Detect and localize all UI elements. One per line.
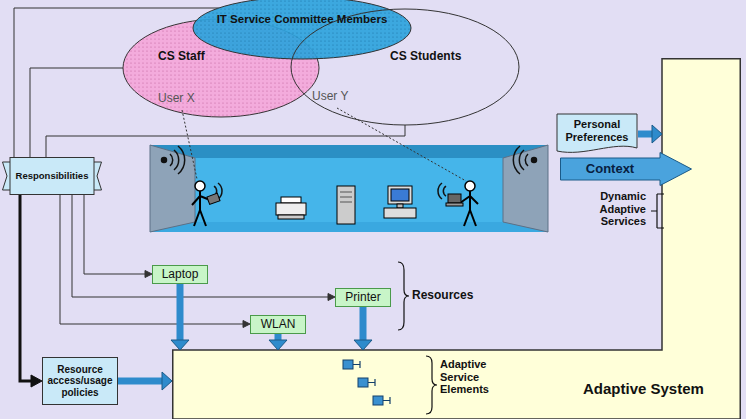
dot-texture bbox=[123, 19, 319, 117]
node-label: Laptop bbox=[162, 268, 199, 282]
connector bbox=[14, 8, 219, 157]
connector bbox=[84, 195, 152, 278]
resource-box: Laptop bbox=[152, 265, 208, 284]
person-figure bbox=[192, 181, 220, 226]
connector bbox=[354, 307, 372, 350]
service-element-icon bbox=[373, 396, 383, 405]
node-label: CS Staff bbox=[158, 50, 205, 64]
arrow-head bbox=[145, 271, 152, 278]
group-ellipse-outline bbox=[291, 9, 519, 125]
policy-box-outline bbox=[43, 358, 118, 405]
group-ellipse-outline bbox=[193, 0, 411, 59]
connector bbox=[46, 125, 405, 157]
node-label: IT Service Committee Members bbox=[192, 13, 412, 26]
arrow-head bbox=[652, 125, 662, 143]
node-label: Printer bbox=[345, 291, 380, 305]
bracket-label: Dynamic Adaptive Services bbox=[588, 190, 646, 228]
room bbox=[150, 145, 548, 232]
connector-line bbox=[118, 378, 162, 385]
connector bbox=[20, 195, 42, 387]
group-ellipse-outline bbox=[123, 19, 319, 117]
group-ellipse: CS StudentsUser Y bbox=[290, 8, 520, 126]
service-element-icon bbox=[353, 361, 360, 368]
connector-line bbox=[72, 195, 328, 297]
group-ellipse-outline bbox=[290, 8, 520, 126]
connector bbox=[171, 284, 189, 350]
arrow-head bbox=[354, 340, 372, 350]
connector bbox=[269, 334, 287, 350]
arrow-head bbox=[171, 340, 189, 350]
node-label: Context bbox=[586, 162, 634, 177]
group-ellipse: CS StaffUser X bbox=[122, 18, 320, 118]
arrow-head bbox=[31, 375, 42, 387]
node-label: Adaptive System bbox=[583, 380, 704, 397]
policy-box: Resource access/usage policies bbox=[42, 357, 118, 405]
dot-texture bbox=[193, 0, 411, 59]
resource-box: Printer bbox=[335, 288, 391, 307]
server-icon bbox=[337, 186, 355, 224]
connector-line bbox=[177, 284, 184, 340]
block-arrow-outline bbox=[561, 153, 692, 186]
bracket-label: Adaptive Service Elements bbox=[440, 358, 506, 396]
resource-box: WLAN bbox=[250, 315, 306, 334]
connector-line bbox=[60, 195, 243, 324]
node-label: WLAN bbox=[261, 318, 296, 332]
node-label: Responsibilities bbox=[16, 171, 89, 182]
document-box-outline bbox=[557, 114, 637, 152]
node-label: CS Students bbox=[390, 50, 461, 64]
scroll-banner: Responsibilities bbox=[2, 157, 102, 195]
leader-line bbox=[182, 108, 466, 181]
node-label: Personal Preferences bbox=[561, 118, 633, 143]
arrow-head bbox=[328, 294, 335, 301]
computer-icon bbox=[384, 186, 416, 218]
connector bbox=[638, 125, 662, 143]
printer-icon bbox=[276, 197, 306, 219]
connector-line bbox=[360, 307, 367, 340]
service-element-icon bbox=[343, 360, 353, 369]
node-label: User X bbox=[158, 92, 195, 106]
scroll-banner-outline bbox=[10, 158, 94, 195]
bracket-label: Resources bbox=[412, 289, 473, 303]
connector bbox=[118, 372, 172, 390]
connector bbox=[30, 68, 123, 157]
group-ellipse: IT Service Committee Members bbox=[192, 0, 412, 60]
group-ellipse-outline bbox=[122, 18, 320, 118]
arrow-head bbox=[269, 340, 287, 350]
arrow-head bbox=[243, 321, 250, 328]
connector-line bbox=[275, 334, 282, 340]
service-element-icon bbox=[383, 397, 390, 404]
resource-box-outline bbox=[336, 289, 391, 307]
connector bbox=[72, 195, 335, 301]
service-element-icon bbox=[358, 378, 368, 387]
connector-line bbox=[638, 131, 652, 138]
connector-line bbox=[30, 68, 123, 157]
block-arrow: Context bbox=[560, 152, 692, 186]
connector-line bbox=[46, 125, 405, 157]
person-figure bbox=[446, 181, 478, 226]
service-element-icon bbox=[368, 379, 375, 386]
node-label: Resource access/usage policies bbox=[45, 364, 115, 399]
arrow-head bbox=[162, 372, 172, 390]
connector-line bbox=[14, 8, 219, 157]
resource-box-outline bbox=[153, 266, 208, 284]
system-region-outline bbox=[173, 59, 741, 419]
service-element-icon bbox=[343, 360, 390, 405]
connector bbox=[60, 195, 250, 328]
resource-box-outline bbox=[251, 316, 306, 334]
connector-line bbox=[20, 195, 31, 381]
connector-line bbox=[84, 195, 145, 274]
document-box: Personal Preferences bbox=[556, 113, 638, 155]
node-label: User Y bbox=[312, 90, 348, 104]
group-ellipse-outline bbox=[192, 0, 412, 60]
